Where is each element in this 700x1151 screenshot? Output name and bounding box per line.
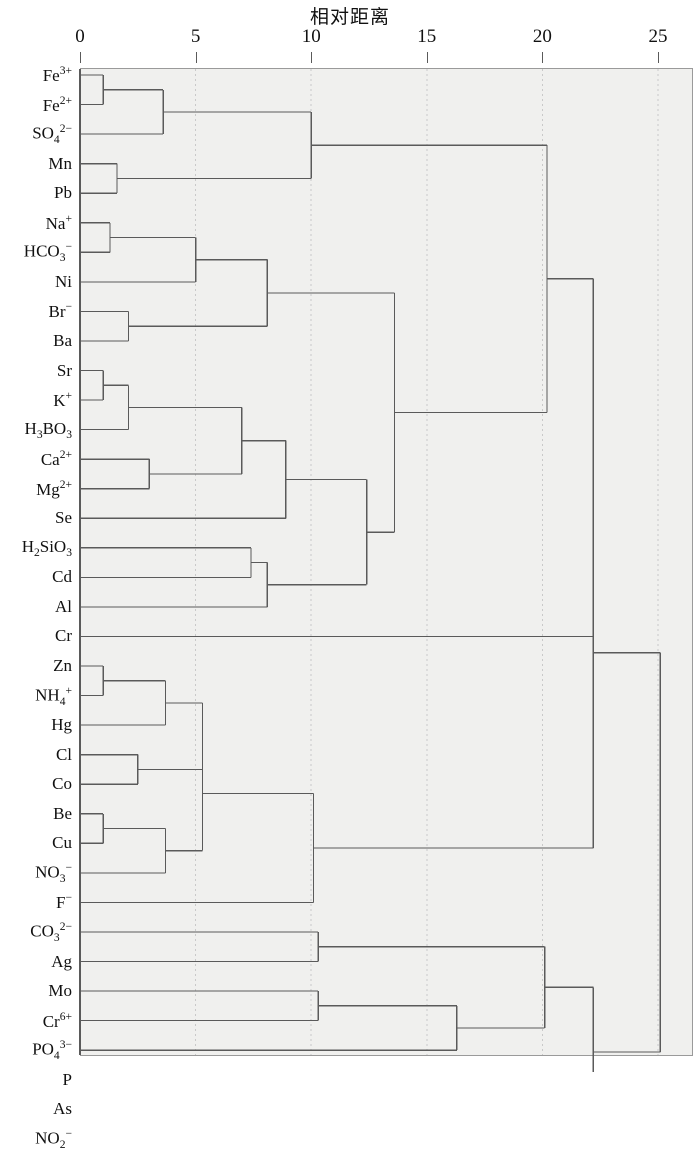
leaf-label-Ba: Ba [53, 330, 72, 350]
leaf-label-Mo: Mo [48, 981, 72, 1001]
leaf-label-Cl: Cl [55, 744, 72, 764]
leaf-label-F-: F− [56, 891, 72, 913]
leaf-label-Cu: Cu [52, 833, 72, 853]
x-axis: 0 5 10 15 20 25 [0, 26, 700, 70]
leaf-label-Be: Be [53, 803, 72, 823]
leaf-label-Ni: Ni [55, 271, 72, 291]
plot-area [80, 68, 693, 1056]
leaf-label-Al: Al [55, 596, 72, 616]
leaf-label-PO43-: PO43− [32, 1038, 72, 1063]
leaf-label-H3BO3: H3BO3 [24, 418, 72, 441]
leaf-label-Cr6+: Cr6+ [42, 1009, 72, 1031]
leaf-label-CO32-: CO32− [30, 919, 72, 944]
leaf-label-As: As [53, 1099, 72, 1119]
leaf-label-SO42-: SO42− [32, 122, 72, 147]
leaf-label-Na+: Na+ [45, 211, 72, 233]
leaf-label-Cd: Cd [52, 567, 72, 587]
leaf-label-Sr: Sr [56, 360, 72, 380]
leaf-label-Cr: Cr [55, 626, 72, 646]
leaf-label-Ag: Ag [51, 951, 72, 971]
leaf-label-Pb: Pb [54, 183, 72, 203]
leaf-label-Mg2+: Mg2+ [36, 477, 72, 499]
leaf-label-NO3-: NO3− [35, 860, 72, 885]
leaf-label-Se: Se [55, 508, 72, 528]
leaf-label-Co: Co [52, 774, 72, 794]
axis-tick-mark-20 [542, 52, 544, 63]
leaf-label-Fe2+: Fe2+ [42, 93, 72, 115]
axis-tick-mark-25 [658, 52, 659, 63]
leaf-label-Ca2+: Ca2+ [40, 448, 72, 469]
axis-tick-label-25: 25 [648, 26, 668, 47]
leaf-label-HCO3-: HCO3− [23, 240, 72, 265]
axis-tick-label-20: 20 [532, 26, 552, 47]
leaf-label-H2SiO3: H2SiO3 [21, 536, 72, 559]
axis-tick-label-5: 5 [190, 26, 201, 47]
leaf-label-K+: K+ [53, 389, 72, 410]
leaf-label-Zn: Zn [53, 656, 72, 675]
leaf-label-NO2-: NO2− [35, 1126, 72, 1151]
axis-tick-label-0: 0 [75, 26, 85, 47]
axis-tick-mark-0 [80, 52, 81, 63]
leaf-label-Hg: Hg [51, 715, 72, 735]
leaf-label-Br-: Br− [48, 300, 72, 322]
axis-tick-label-15: 15 [417, 26, 437, 47]
axis-tick-mark-10 [311, 52, 313, 63]
leaf-label-P: P [62, 1069, 72, 1089]
leaf-label-NH4+: NH4+ [35, 683, 72, 708]
leaf-label-Mn: Mn [48, 153, 72, 173]
axis-tick-mark-5 [195, 52, 197, 63]
axis-tick-label-10: 10 [301, 26, 321, 47]
chart-title: 相对距离 [309, 7, 390, 28]
leaf-label-Fe3+: Fe3+ [42, 64, 72, 85]
axis-tick-mark-15 [426, 52, 428, 63]
